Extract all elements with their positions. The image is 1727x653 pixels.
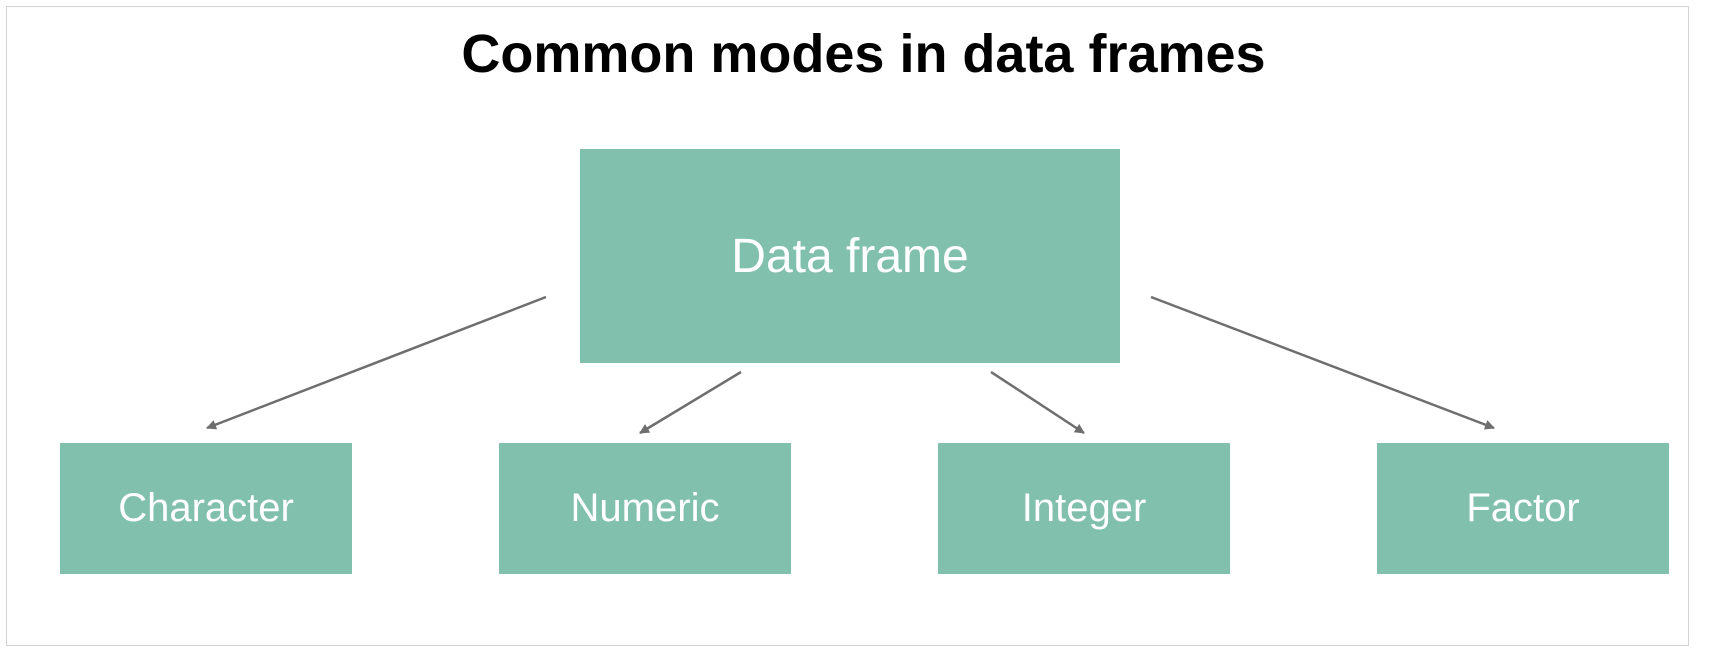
character-label: Character [118, 486, 294, 530]
integer-label: Integer [1021, 486, 1147, 530]
character-node: Character [60, 443, 352, 574]
data-frame-label: Data frame [731, 229, 969, 283]
factor-node: Factor [1377, 443, 1669, 574]
factor-label: Factor [1466, 486, 1580, 530]
numeric-node: Numeric [499, 443, 791, 574]
integer-node: Integer [938, 443, 1230, 574]
data-frame-node: Data frame [580, 149, 1120, 363]
diagram-title: Common modes in data frames [461, 24, 1266, 84]
numeric-label: Numeric [570, 486, 720, 530]
